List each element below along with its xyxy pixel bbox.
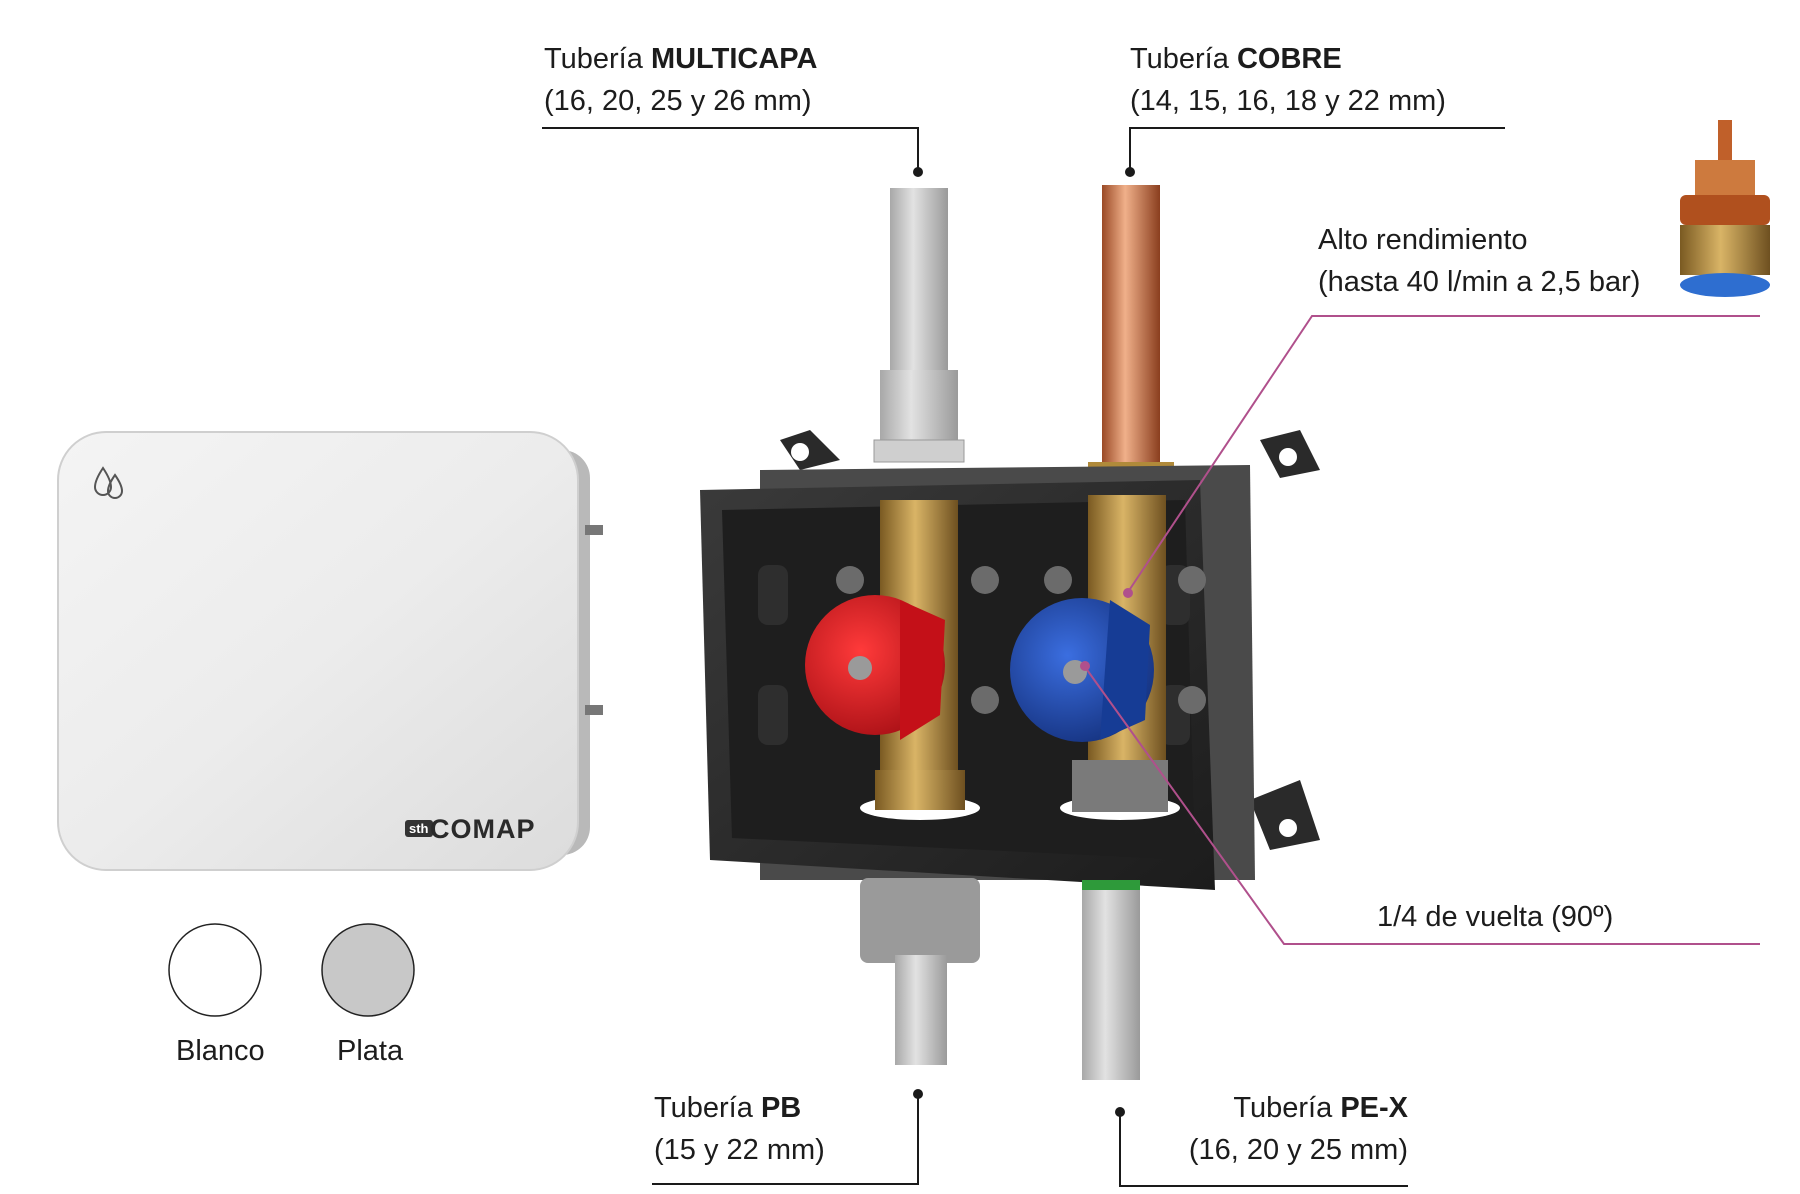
leader-vuelta xyxy=(1084,666,1760,945)
leader-dot-rendimiento xyxy=(1123,588,1133,598)
leader-rendimiento xyxy=(1127,315,1760,593)
hot-valve-knob xyxy=(805,595,945,740)
leader-dot-multicapa xyxy=(913,167,923,177)
cover-plate-face xyxy=(57,431,579,871)
label-vuelta: 1/4 de vuelta (90º) xyxy=(1377,896,1613,938)
label-pb-bold: PB xyxy=(760,1092,802,1124)
leader-multicapa xyxy=(542,127,919,170)
label-cobre-sub: (14, 15, 16, 18 y 22 mm) xyxy=(1130,85,1446,117)
label-pb-sub: (15 y 22 mm) xyxy=(654,1134,825,1166)
label-pex-prefix: Tubería xyxy=(1233,1092,1341,1124)
label-rendimiento: Alto rendimiento (hasta 40 l/min a 2,5 b… xyxy=(1318,219,1640,303)
label-pex-sub: (16, 20 y 25 mm) xyxy=(1188,1134,1408,1166)
swatch-label-plata: Plata xyxy=(337,1035,404,1067)
leader-cobre xyxy=(1129,127,1505,170)
water-drops-icon xyxy=(93,466,124,499)
multicapa-pipe xyxy=(873,188,965,463)
logo-brand: COMAP xyxy=(430,814,536,844)
leader-pb xyxy=(652,1096,919,1185)
leader-dot-pb xyxy=(913,1089,923,1099)
label-cobre-bold: COBRE xyxy=(1236,43,1342,75)
cobre-pipe xyxy=(1088,185,1174,480)
label-pb-prefix: Tubería xyxy=(654,1092,761,1124)
cover-plate xyxy=(57,431,603,871)
cover-screw-top xyxy=(585,525,603,535)
cover-screw-bottom xyxy=(585,705,603,715)
pb-pipe xyxy=(860,878,980,1065)
swatch-blanco xyxy=(168,923,262,1017)
label-cobre-prefix: Tubería xyxy=(1130,43,1237,75)
cartridge-image xyxy=(1680,120,1770,297)
logo-badge: sth xyxy=(405,820,433,837)
valve-box xyxy=(700,430,1320,890)
leader-dot-vuelta xyxy=(1080,661,1090,671)
leader-dot-cobre xyxy=(1125,167,1135,177)
label-pb: Tubería PB (15 y 22 mm) xyxy=(654,1087,825,1171)
pex-pipe xyxy=(1082,880,1140,1080)
label-vuelta-text: 1/4 de vuelta (90º) xyxy=(1377,901,1614,933)
label-multicapa: Tubería MULTICAPA (16, 20, 25 y 26 mm) xyxy=(544,38,817,122)
leader-dot-pex xyxy=(1115,1107,1125,1117)
leader-pex xyxy=(1119,1114,1408,1187)
label-rendimiento-line1: Alto rendimiento xyxy=(1318,224,1528,256)
label-pex-bold: PE-X xyxy=(1340,1092,1408,1124)
swatch-plata xyxy=(321,923,415,1017)
label-cobre: Tubería COBRE (14, 15, 16, 18 y 22 mm) xyxy=(1130,38,1446,122)
label-multicapa-prefix: Tubería xyxy=(544,43,651,75)
label-rendimiento-line2: (hasta 40 l/min a 2,5 bar) xyxy=(1318,266,1641,298)
label-multicapa-bold: MULTICAPA xyxy=(650,43,818,75)
label-multicapa-sub: (16, 20, 25 y 26 mm) xyxy=(544,85,812,117)
label-pex: Tubería PE-X (16, 20 y 25 mm) xyxy=(1160,1087,1408,1171)
swatch-label-blanco: Blanco xyxy=(176,1035,265,1067)
